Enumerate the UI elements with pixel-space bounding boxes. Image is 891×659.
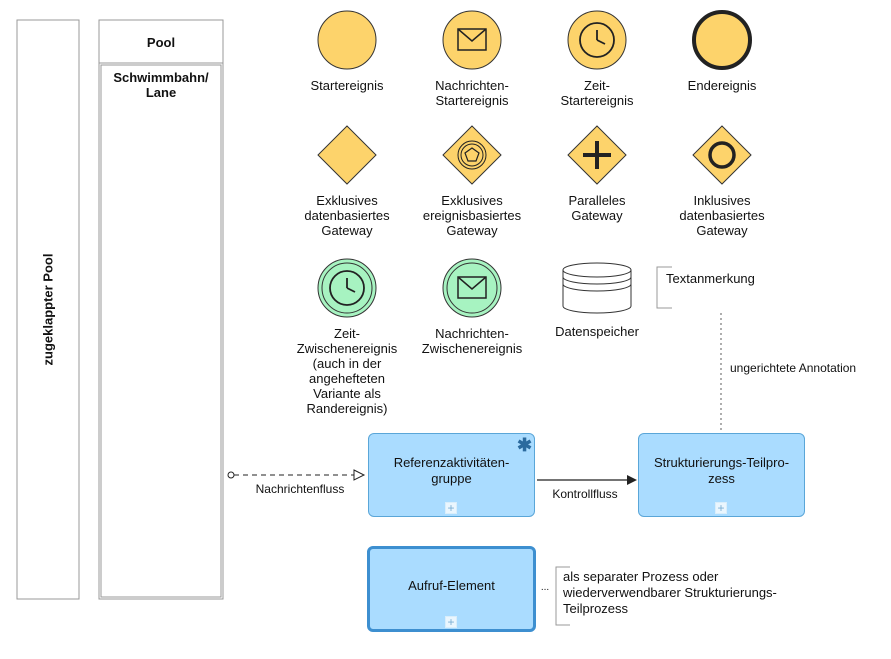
- reference-group-label: Referenzaktivitäten- gruppe: [393, 455, 510, 486]
- clock-icon: [579, 22, 615, 58]
- message-start-event[interactable]: [442, 10, 502, 70]
- data-store[interactable]: [562, 262, 632, 314]
- plus-icon: [583, 141, 611, 169]
- text-annotation-bracket[interactable]: [656, 266, 672, 309]
- envelope-icon: [457, 28, 487, 51]
- inclusive-gateway[interactable]: [692, 125, 752, 185]
- data-store-label: Datenspeicher: [555, 324, 639, 339]
- pentagon-icon: [457, 140, 487, 170]
- collapsed-marker-icon[interactable]: +: [715, 502, 727, 514]
- call-activity-label: Aufruf-Element: [408, 578, 495, 593]
- timer-intermediate-inner-ring: [321, 262, 373, 314]
- collapsed-pool-label: zugeklappter Pool: [40, 253, 56, 366]
- start-event[interactable]: [317, 10, 377, 70]
- start-event-label: Startereignis: [310, 78, 384, 93]
- message-start-event-label: Nachrichten- Startereignis: [435, 78, 509, 108]
- message-flow-arrow: [353, 469, 366, 481]
- pool[interactable]: [98, 19, 224, 600]
- sequence-flow-arrow: [627, 475, 637, 485]
- message-flow-start: [227, 471, 235, 479]
- parallel-gateway-label: Paralleles Gateway: [568, 193, 626, 223]
- envelope-icon: [457, 276, 487, 299]
- timer-intermediate-event-label: Zeit- Zwischenereignis (auch in der ange…: [296, 326, 398, 416]
- end-event[interactable]: [692, 10, 752, 70]
- sequence-flow-label: Kontrollfluss: [552, 487, 618, 501]
- call-annotation-ellipsis: ...: [540, 582, 550, 593]
- collapsed-pool[interactable]: [16, 19, 80, 600]
- exclusive-data-gateway-label: Exklusives datenbasiertes Gateway: [304, 193, 390, 238]
- message-intermediate-event-label: Nachrichten- Zwischenereignis: [421, 326, 523, 356]
- message-intermediate-event[interactable]: [442, 258, 502, 318]
- subprocess-label: Strukturierungs-Teilpro- zess: [653, 455, 790, 486]
- call-annotation-label: als separater Prozess oder wiederverwend…: [563, 569, 777, 616]
- exclusive-event-gateway-label: Exklusives ereignisbasiertes Gateway: [422, 193, 522, 238]
- circle-icon: [708, 141, 736, 169]
- timer-start-event-label: Zeit- Startereignis: [560, 78, 634, 108]
- end-event-label: Endereignis: [687, 78, 757, 93]
- message-intermediate-inner-ring: [446, 262, 498, 314]
- lane[interactable]: [100, 64, 222, 598]
- asterisk-icon: ✱: [517, 435, 533, 455]
- lane-label: Schwimmbahn/ Lane: [113, 70, 209, 100]
- clock-icon: [329, 270, 365, 306]
- collapsed-marker-icon[interactable]: +: [445, 616, 457, 628]
- inclusive-gateway-label: Inklusives datenbasiertes Gateway: [679, 193, 765, 238]
- pool-header: Pool: [146, 35, 176, 50]
- exclusive-event-gateway[interactable]: [442, 125, 502, 185]
- exclusive-data-gateway[interactable]: [317, 125, 377, 185]
- collapsed-marker-icon[interactable]: +: [445, 502, 457, 514]
- call-annotation-bracket[interactable]: [555, 566, 570, 626]
- text-annotation-label: Textanmerkung: [666, 271, 755, 286]
- message-flow-label: Nachrichtenfluss: [255, 482, 345, 496]
- undirected-annotation-label: ungerichtete Annotation: [730, 361, 857, 375]
